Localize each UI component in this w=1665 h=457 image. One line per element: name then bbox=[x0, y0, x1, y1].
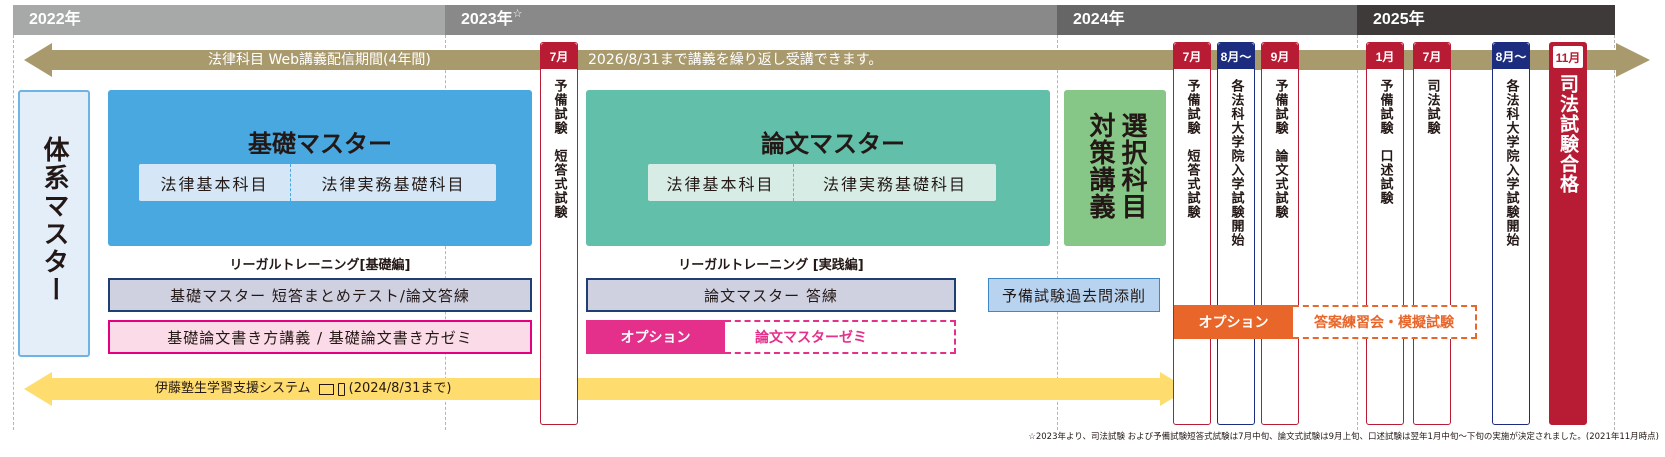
sentaku-label-1: 選択科目 bbox=[1117, 112, 1147, 220]
arrow-left-head bbox=[24, 43, 52, 77]
kiso-master-block: 基礎マスター 法律基本科目 法律実務基礎科目 bbox=[108, 90, 532, 246]
monitor-icon bbox=[318, 383, 334, 395]
milestone-lawschool-2025: 8月〜 各法科大学院入学試験開始 bbox=[1492, 42, 1530, 425]
footnote: ☆2023年より、司法試験 および予備試験短答式試験は7月中旬、論文式試験は9月… bbox=[1028, 432, 1659, 442]
month-tab: 7月 bbox=[541, 43, 577, 69]
month-tab: 11月 bbox=[1553, 46, 1583, 68]
subject-practical: 法律実務基礎科目 bbox=[321, 174, 466, 194]
month-tab: 9月 bbox=[1262, 43, 1298, 69]
year-label: 2022年 bbox=[29, 11, 81, 28]
milestone-text: 予備試験 論文式試験 bbox=[1272, 79, 1288, 219]
yobi-kako-box: 予備試験過去問添削 bbox=[988, 278, 1160, 312]
arrow-right-head bbox=[1616, 43, 1650, 77]
grid-line bbox=[1357, 35, 1358, 430]
support-system-text: 伊藤塾生学習支援システム (2024/8/31まで) bbox=[155, 378, 451, 400]
month-tab: 7月 bbox=[1174, 43, 1210, 69]
year-2025: 2025年 bbox=[1357, 5, 1615, 35]
milestone-lawschool-2024: 8月〜 各法科大学院入学試験開始 bbox=[1217, 42, 1255, 425]
option-label: オプション bbox=[1174, 305, 1293, 339]
subject-practical: 法律実務基礎科目 bbox=[822, 174, 967, 194]
web-band-label: 法律科目 Web講義配信期間(4年間) bbox=[208, 52, 431, 68]
grid-line bbox=[1614, 35, 1615, 430]
kiso-ronbun-box: 基礎論文書き方講義 / 基礎論文書き方ゼミ bbox=[108, 320, 532, 354]
web-band-note: 2026/8/31まで講義を繰り返し受講できます。 bbox=[588, 52, 883, 68]
milestone-shiho-pass: 11月 司法試験合格 bbox=[1549, 42, 1587, 425]
support-system-until: (2024/8/31まで) bbox=[348, 381, 452, 396]
option-ronbun-zemi: オプション 論文マスターゼミ bbox=[586, 320, 956, 354]
year-2022: 2022年 bbox=[13, 5, 445, 35]
legal-training-practice-label: リーガルトレーニング [実践編] bbox=[678, 258, 864, 273]
option-toren-moshi: オプション 答案練習会・模擬試験 bbox=[1174, 305, 1477, 339]
kiso-master-title: 基礎マスター bbox=[248, 130, 392, 158]
month-tab: 1月 bbox=[1367, 43, 1403, 69]
milestone-shiho-2025: 7月 司法試験 bbox=[1413, 42, 1451, 425]
milestone-yobi-kojutsu-2025: 1月 予備試験 口述試験 bbox=[1366, 42, 1404, 425]
year-label: 2024年 bbox=[1073, 11, 1125, 28]
milestone-yobi-tanto-2023: 7月 予備試験 短答式試験 bbox=[540, 42, 578, 425]
legal-training-basic-label: リーガルトレーニング[基礎編] bbox=[229, 258, 411, 273]
milestone-text: 司法試験 bbox=[1424, 79, 1440, 135]
ronbun-master-subjects: 法律基本科目 法律実務基礎科目 bbox=[648, 164, 996, 201]
sentaku-label-2: 対策講義 bbox=[1085, 112, 1115, 220]
support-system-label: 伊藤塾生学習支援システム bbox=[155, 381, 311, 396]
phone-icon bbox=[337, 382, 345, 396]
milestone-text: 各法科大学院入学試験開始 bbox=[1503, 79, 1519, 247]
option-text: 答案練習会・模擬試験 bbox=[1293, 305, 1477, 339]
ronbun-master-block: 論文マスター 法律基本科目 法律実務基礎科目 bbox=[586, 90, 1050, 246]
taikei-master-label: 体系マスター bbox=[39, 136, 69, 304]
milestone-yobi-tanto-2024: 7月 予備試験 短答式試験 bbox=[1173, 42, 1211, 425]
month-tab: 8月〜 bbox=[1493, 43, 1529, 69]
option-text: 論文マスターゼミ bbox=[725, 320, 956, 354]
kiso-test-box: 基礎マスター 短答まとめテスト/論文答練 bbox=[108, 278, 532, 312]
year-2024: 2024年 bbox=[1057, 5, 1357, 35]
star-mark: ☆ bbox=[512, 8, 523, 20]
milestone-text: 予備試験 短答式試験 bbox=[1184, 79, 1200, 219]
milestone-text: 各法科大学院入学試験開始 bbox=[1228, 79, 1244, 247]
ronbun-master-title: 論文マスター bbox=[761, 130, 905, 158]
grid-line bbox=[13, 35, 14, 430]
subject-basic: 法律基本科目 bbox=[139, 164, 291, 201]
milestone-text: 予備試験 口述試験 bbox=[1377, 79, 1393, 205]
option-label: オプション bbox=[586, 320, 725, 354]
milestone-text: 予備試験 短答式試験 bbox=[551, 79, 567, 219]
kiso-master-subjects: 法律基本科目 法律実務基礎科目 bbox=[139, 164, 496, 201]
year-label: 2023年 bbox=[461, 11, 513, 28]
taikei-master-block: 体系マスター bbox=[18, 90, 90, 357]
arrow-left-head bbox=[24, 372, 52, 406]
grid-line bbox=[1057, 35, 1058, 430]
year-2023: 2023年☆ bbox=[445, 5, 1057, 35]
year-label: 2025年 bbox=[1373, 11, 1425, 28]
ronbun-toren-box: 論文マスター 答練 bbox=[586, 278, 956, 312]
milestone-yobi-ronbun-2024: 9月 予備試験 論文式試験 bbox=[1261, 42, 1299, 425]
sentaku-block: 選択科目 対策講義 bbox=[1064, 90, 1166, 246]
month-tab: 8月〜 bbox=[1218, 43, 1254, 69]
milestone-text: 司法試験合格 bbox=[1557, 74, 1579, 194]
month-tab: 7月 bbox=[1414, 43, 1450, 69]
subject-basic: 法律基本科目 bbox=[648, 164, 794, 201]
